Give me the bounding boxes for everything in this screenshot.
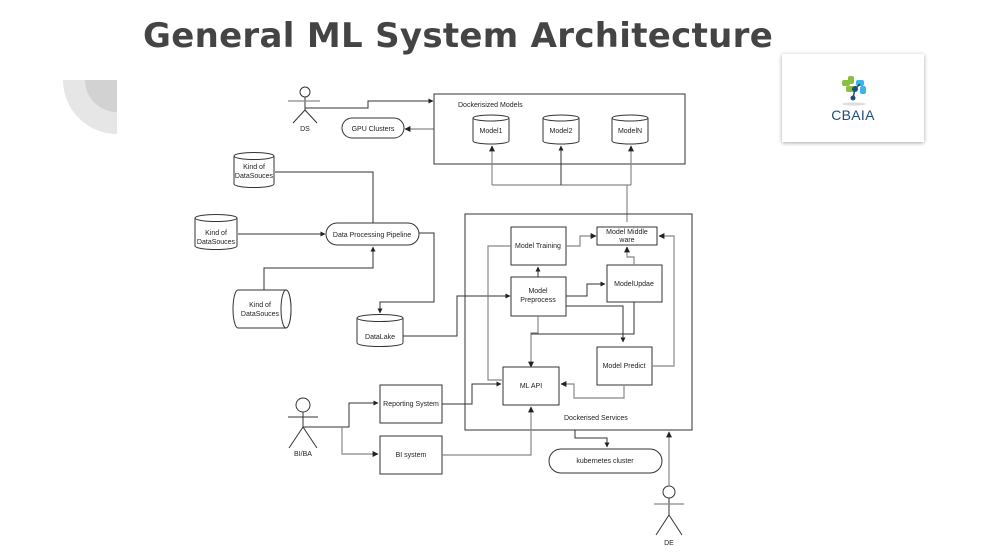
edge-ds-to-models	[305, 98, 434, 109]
edge-reporting-to-api	[442, 381, 502, 405]
actor-ds: DS	[288, 86, 320, 133]
edge-services-to-kubernetes	[574, 430, 610, 448]
edge-biba-to-bi	[341, 427, 379, 457]
model-cylinder-2: Model2	[542, 114, 580, 145]
model-preprocess-label-2: Preprocess	[520, 297, 556, 304]
actor-de: DE	[654, 485, 684, 547]
edge-training-to-api	[487, 245, 511, 381]
dockerised-services-label: Dockerised Services	[564, 415, 628, 422]
model-preprocess-label-1: Model	[528, 288, 548, 295]
model-middleware-label-1: Model Middle	[606, 229, 648, 236]
edge-preprocess-to-predict	[566, 305, 626, 343]
datasource-bottom: Kind of DataSouces	[232, 289, 292, 329]
model-2-label: Model2	[550, 128, 573, 135]
gpu-clusters-label: GPU Clusters	[352, 126, 395, 133]
model-cylinder-n: ModelN	[611, 114, 649, 145]
actor-biba-head	[295, 397, 311, 413]
edge-predict-to-api	[560, 381, 625, 399]
datasource-bottom-label-1: Kind of	[249, 302, 271, 309]
pipeline-label: Data Processing Pipeline	[333, 232, 411, 239]
edge-preprocess-to-api	[528, 316, 539, 368]
slide-title: General ML System Architecture	[143, 16, 774, 56]
edge-ds-bottom-to-pipeline	[263, 246, 376, 290]
logo-card: CBAIA	[782, 54, 924, 142]
logo-text: CBAIA	[831, 107, 875, 123]
reporting-system-node	[379, 384, 443, 424]
dockerized-models-label: Dockerisized Models	[458, 102, 523, 109]
actor-ds-head	[299, 86, 311, 98]
kubernetes-label: kubernetes cluster	[576, 458, 634, 465]
edge-update-to-api	[531, 302, 635, 335]
bi-system-label: BI system	[396, 452, 427, 459]
model-n-label: ModelN	[618, 128, 642, 135]
actor-ds-label: DS	[300, 126, 310, 133]
ml-api-label: ML API	[520, 383, 542, 390]
dockerised-services-container	[464, 213, 693, 431]
ml-api-node	[502, 366, 560, 406]
edge-pipeline-to-datalake	[377, 232, 435, 314]
decorative-quarter-circle	[63, 80, 117, 134]
actor-biba-label: BI/BA	[294, 451, 312, 458]
actor-de-head	[662, 485, 676, 499]
model-middleware-node	[596, 226, 658, 246]
actor-biba: BI/BA	[288, 397, 318, 458]
edge-update-to-middleware	[624, 246, 635, 265]
data-processing-pipeline-node	[325, 222, 420, 246]
model-predict-label: Model Predict	[603, 363, 646, 370]
datasource-top-label-2: DataSouces	[235, 173, 274, 180]
deco-inner-arc	[85, 80, 117, 112]
edge-preprocess-to-update	[566, 281, 606, 297]
model-1-label: Model1	[480, 128, 503, 135]
edge-ds-top-to-pipeline	[275, 171, 376, 228]
actor-de-label: DE	[664, 540, 674, 547]
molecule-logo-icon	[842, 76, 866, 106]
edge-biba-to-reporting	[303, 400, 379, 428]
edge-predict-to-middleware	[652, 233, 675, 367]
datalake-node: DataLake	[356, 314, 404, 347]
datasource-left-label-2: DataSouces	[197, 239, 236, 246]
kubernetes-cluster-node	[548, 448, 663, 474]
edge-training-to-middleware	[566, 233, 597, 247]
model-update-label: ModelUpdae	[614, 281, 654, 288]
model-middleware-label-2: ware	[618, 237, 634, 244]
model-predict-node	[596, 346, 653, 386]
datasource-top-label-1: Kind of	[243, 164, 265, 171]
model-training-label: Model Training	[515, 243, 561, 250]
datasource-bottom-label-2: DataSouces	[241, 311, 280, 318]
bi-system-node	[379, 435, 443, 475]
reporting-system-label: Reporting System	[383, 401, 439, 408]
model-training-node	[510, 226, 567, 266]
datalake-label: DataLake	[365, 334, 395, 341]
edge-datalake-to-preprocess	[403, 293, 511, 337]
datasource-left: Kind of DataSouces	[194, 214, 238, 250]
edge-bi-to-api	[442, 406, 534, 456]
gpu-clusters-node	[341, 117, 405, 139]
model-cylinder-1: Model1	[472, 114, 510, 145]
datasource-left-label-1: Kind of	[205, 230, 227, 237]
datasource-top: Kind of DataSouces	[233, 152, 275, 188]
